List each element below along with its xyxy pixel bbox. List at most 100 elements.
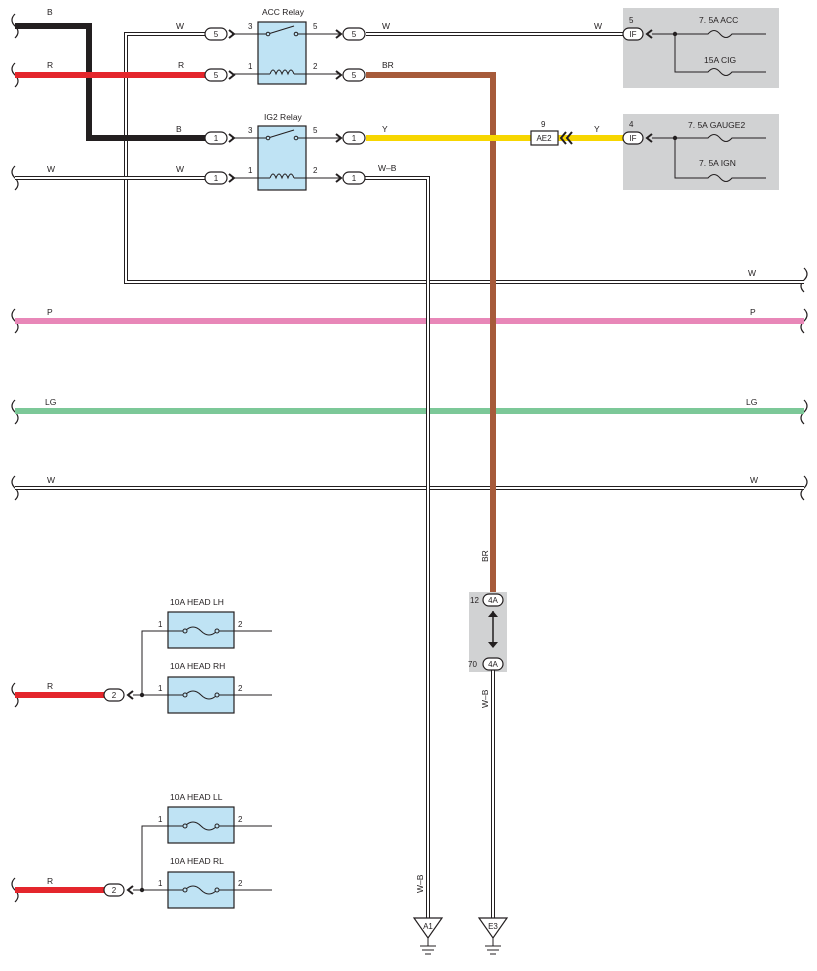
wire-label: P: [47, 307, 53, 317]
wire-label: LG: [45, 397, 56, 407]
wire-label: Y: [594, 124, 600, 134]
fuse-head-rh-pin2: 2: [238, 684, 243, 693]
wire-label: B: [176, 124, 182, 134]
brown-wire-br: [366, 72, 496, 592]
svg-text:5: 5: [214, 71, 219, 80]
wire-break-marks-left: [11, 13, 19, 903]
junction-4a: 4A 12 4A 70: [468, 593, 504, 671]
acc-relay: [232, 21, 340, 85]
wire-label: R: [47, 681, 53, 691]
svg-text:1: 1: [214, 134, 219, 143]
wire-label: BR: [382, 60, 394, 70]
fuse-head-rl-pin1: 1: [158, 879, 163, 888]
svg-text:4A: 4A: [488, 660, 498, 669]
svg-text:2: 2: [112, 691, 117, 700]
connector-ig2-in-bot: 1: [204, 171, 236, 185]
svg-text:IF: IF: [629, 30, 636, 39]
connector-ig2-in-top: 1: [204, 131, 236, 145]
fuse-head-lh-pin2: 2: [238, 620, 243, 629]
relay-connectors: 5 5 5 5 1 1 1: [204, 27, 366, 185]
connector-acc-in-top: 5: [204, 27, 236, 41]
svg-text:1: 1: [214, 174, 219, 183]
svg-text:5: 5: [352, 30, 357, 39]
fuse-box-gauge-ign: [623, 114, 779, 190]
fuse-box-acc-cig: [623, 8, 779, 88]
ig2-relay-label: IG2 Relay: [264, 112, 303, 122]
ig2-relay: [232, 125, 340, 191]
svg-text:A1: A1: [423, 922, 433, 931]
wire-label: W: [382, 21, 390, 31]
head-fuse-group-2-wiring: [133, 825, 272, 893]
if-connector-top: IF 5: [622, 16, 653, 41]
fuse-head-rl: [167, 871, 235, 909]
fuse-head-rl-label: 10A HEAD RL: [170, 856, 224, 866]
j4a-bot-pin: 70: [468, 660, 477, 669]
wire-label: LG: [746, 397, 757, 407]
wire-label: R: [47, 876, 53, 886]
connector-acc-out-bot: 5: [335, 68, 366, 82]
fuse-acc-label: 7. 5A ACC: [699, 15, 738, 25]
ground-e3: E3: [477, 917, 509, 955]
fuse-cig-label: 15A CIG: [704, 55, 736, 65]
wire-label: W–B: [378, 163, 397, 173]
wire-label: W: [176, 21, 184, 31]
black-wire-b: [15, 23, 205, 141]
if-top-pin: 5: [629, 16, 634, 25]
wire-break-marks-right: [800, 267, 808, 501]
ground-a1: A1: [412, 917, 444, 955]
fuse-head-lh-pin1: 1: [158, 620, 163, 629]
fuse-head-rh: [167, 676, 235, 714]
wire-label: W: [47, 475, 55, 485]
fuse-head-ll: [167, 806, 235, 844]
wire-label: P: [750, 307, 756, 317]
if-mid-pin: 4: [629, 120, 634, 129]
ig2-relay-pin5: 5: [313, 126, 318, 135]
connector-ig2-out-bot: 1: [335, 171, 366, 185]
wire-label: W: [750, 475, 758, 485]
wire-label: W: [748, 268, 756, 278]
wire-label: W: [176, 164, 184, 174]
svg-text:1: 1: [352, 134, 357, 143]
wire-label-vertical: W–B: [480, 689, 490, 708]
wire-label: R: [178, 60, 184, 70]
connector-acc-in-bot: 5: [204, 68, 236, 82]
ae2-pin: 9: [541, 120, 546, 129]
svg-text:2: 2: [112, 886, 117, 895]
fuse-head-rl-pin2: 2: [238, 879, 243, 888]
fuse-gauge2-label: 7. 5A GAUGE2: [688, 120, 745, 130]
acc-relay-pin2: 2: [313, 62, 318, 71]
fuse-head-rh-pin1: 1: [158, 684, 163, 693]
head-connector-2: 2: [103, 883, 134, 897]
acc-relay-pin5: 5: [313, 22, 318, 31]
fuse-group-acc-cig: [652, 30, 766, 76]
fuse-group-gauge-ign: [652, 134, 766, 182]
fuse-head-ll-pin1: 1: [158, 815, 163, 824]
svg-text:5: 5: [214, 30, 219, 39]
ig2-relay-pin3: 3: [248, 126, 253, 135]
wire-label: W: [594, 21, 602, 31]
ae2-connector: AE2 9: [530, 120, 573, 146]
connector-acc-out-top: 5: [335, 27, 366, 41]
wire-label-vertical: W–B: [415, 874, 425, 893]
fuse-head-ll-pin2: 2: [238, 815, 243, 824]
wire-label: W: [47, 164, 55, 174]
wire-label: R: [47, 60, 53, 70]
head-fuse-group-1-wiring: [133, 630, 272, 698]
wire-label: B: [47, 7, 53, 17]
ig2-relay-pin2: 2: [313, 166, 318, 175]
acc-relay-pin3: 3: [248, 22, 253, 31]
connector-ig2-out-top: 1: [335, 131, 366, 145]
fuse-head-rh-label: 10A HEAD RH: [170, 661, 225, 671]
fuse-ign-label: 7. 5A IGN: [699, 158, 736, 168]
if-connector-mid: IF 4: [622, 120, 653, 145]
svg-text:E3: E3: [488, 922, 498, 931]
svg-text:1: 1: [352, 174, 357, 183]
svg-text:IF: IF: [629, 134, 636, 143]
fuse-head-lh: [167, 611, 235, 649]
svg-text:4A: 4A: [488, 596, 498, 605]
acc-relay-pin1: 1: [248, 62, 253, 71]
j4a-top-pin: 12: [470, 596, 479, 605]
acc-relay-label: ACC Relay: [262, 7, 305, 17]
white-return-wire: [124, 32, 804, 284]
